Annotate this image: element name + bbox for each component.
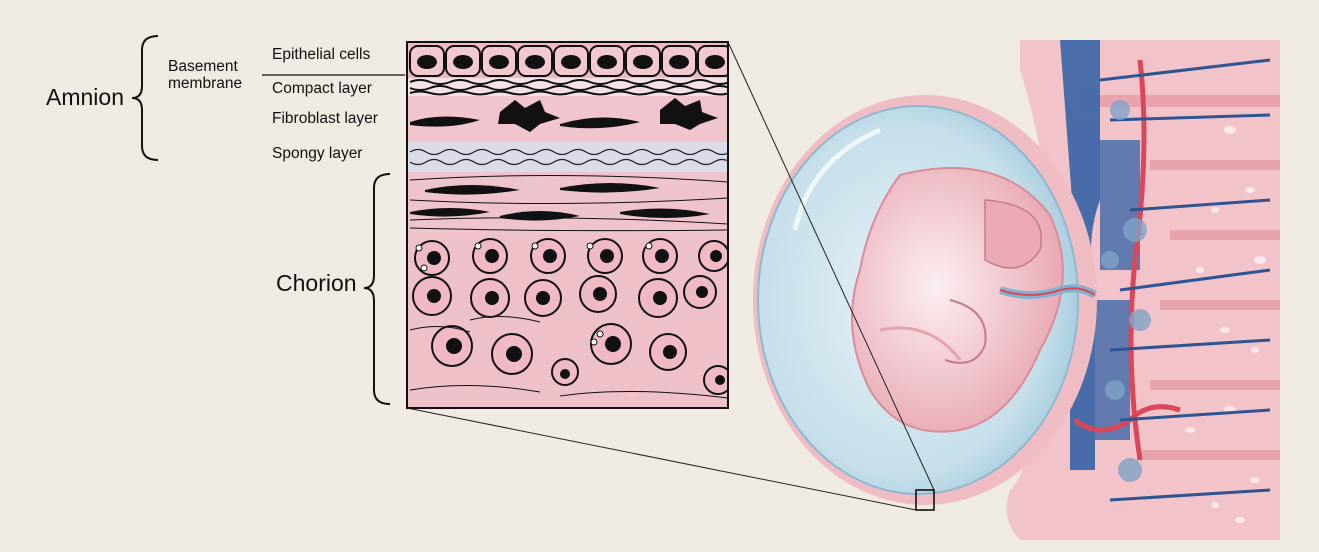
histology-panel bbox=[407, 42, 750, 408]
amnion-brace bbox=[132, 36, 158, 160]
chorion-brace bbox=[364, 174, 390, 404]
spongy-layer-label: Spongy layer bbox=[272, 145, 362, 163]
basement-membrane-line2: membrane bbox=[168, 75, 242, 92]
fibroblast-layer-label: Fibroblast layer bbox=[272, 110, 378, 128]
compact-layer-label: Compact layer bbox=[272, 80, 372, 98]
epithelial-cells-label: Epithelial cells bbox=[272, 46, 370, 64]
amnion-label: Amnion bbox=[46, 84, 124, 111]
basement-membrane-line1: Basement bbox=[168, 58, 242, 75]
chorion-label: Chorion bbox=[276, 270, 357, 297]
basement-membrane-label: Basement membrane bbox=[168, 58, 242, 92]
